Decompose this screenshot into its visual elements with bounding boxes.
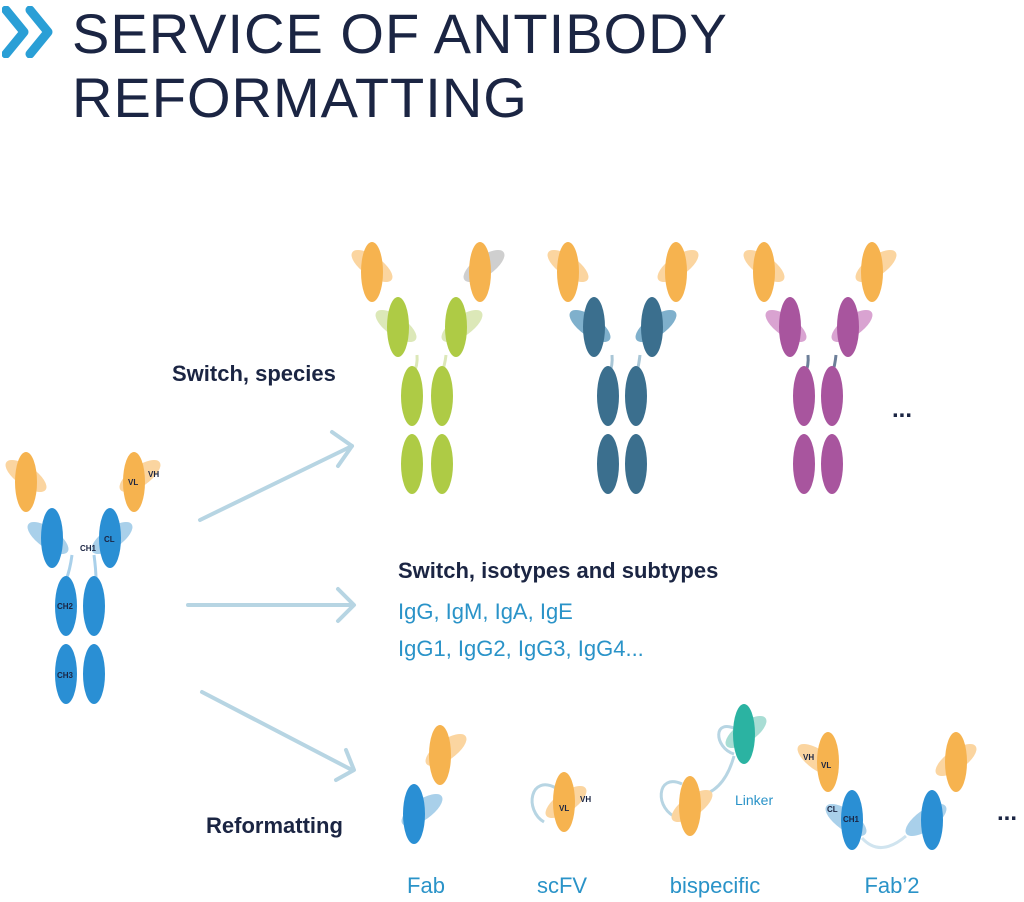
fab2-label-ch1: CH1 [843, 815, 860, 824]
format-fab [401, 725, 467, 844]
format-fab2: VH VL CL CH1 [797, 732, 977, 850]
arrow-species [198, 430, 354, 522]
format-bispecific: Linker [659, 704, 773, 836]
scfv-label-vh: VH [580, 795, 591, 804]
label-switch-species: Switch, species [172, 361, 336, 386]
double-chevron-icon [2, 6, 53, 58]
species-antibody-teal [547, 242, 699, 494]
fab2-label-vl: VL [821, 761, 831, 770]
format-name-fab2: Fab’2 [864, 873, 919, 898]
label-cl: CL [104, 535, 115, 544]
reformatting-more-ellipsis: ... [997, 799, 1017, 826]
format-name-scfv: scFV [537, 873, 587, 898]
species-antibody-green [351, 242, 505, 494]
format-name-bispecific: bispecific [670, 873, 760, 898]
format-name-fab: Fab [407, 873, 445, 898]
label-vl: VL [128, 478, 138, 487]
label-vh: VH [148, 470, 159, 479]
isotypes-line-1: IgG, IgM, IgA, IgE [398, 599, 573, 624]
source-antibody: VL VH CL CH1 CH2 CH3 [5, 452, 161, 704]
fab2-label-cl: CL [827, 805, 838, 814]
fab2-label-vh: VH [803, 753, 814, 762]
arrow-isotypes [186, 587, 356, 623]
species-more-ellipsis: ... [892, 396, 912, 423]
label-reformatting: Reformatting [206, 813, 343, 838]
label-ch1: CH1 [80, 544, 97, 553]
arrow-reformatting [200, 690, 356, 782]
format-scfv: VL VH [530, 772, 591, 832]
page-title-line-1: SERVICE OF ANTIBODY [72, 2, 728, 65]
page-title-line-2: REFORMATTING [72, 66, 528, 129]
bispecific-linker-label: Linker [735, 792, 773, 808]
label-ch2: CH2 [57, 602, 74, 611]
scfv-label-vl: VL [559, 804, 569, 813]
label-switch-isotypes: Switch, isotypes and subtypes [398, 558, 718, 583]
isotypes-line-2: IgG1, IgG2, IgG3, IgG4... [398, 636, 644, 661]
species-antibody-purple [743, 242, 897, 494]
label-ch3: CH3 [57, 671, 74, 680]
